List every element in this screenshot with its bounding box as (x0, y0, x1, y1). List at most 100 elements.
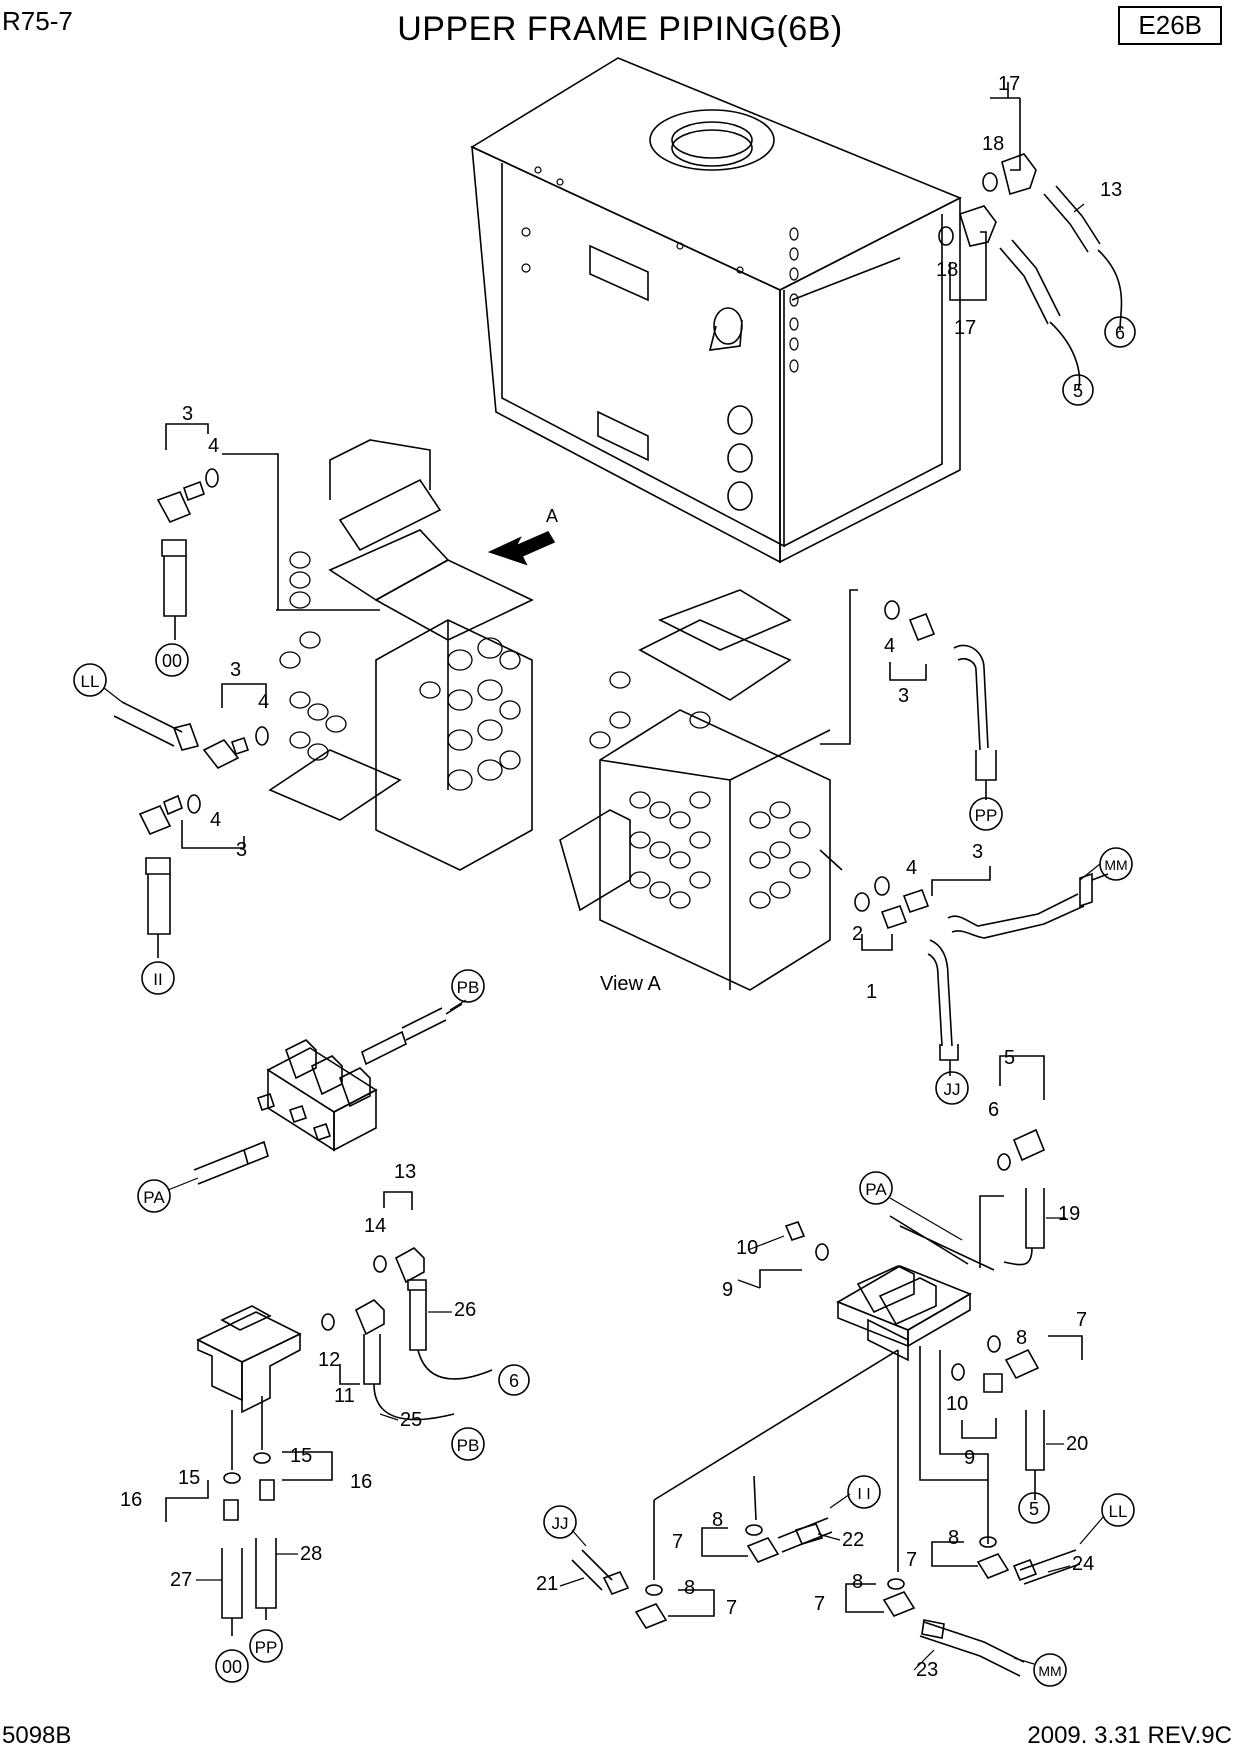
svg-text:LL: LL (1109, 1502, 1128, 1521)
label-3-b: 3 (230, 659, 241, 681)
svg-text:PP: PP (255, 1638, 278, 1657)
main-control-valve-view-a (559, 589, 858, 991)
label-4-e: 4 (906, 857, 917, 879)
view-a-fittings (854, 600, 1109, 1076)
label-10-a: 10 (736, 1237, 758, 1259)
bubble-PP-b: PP (249, 1629, 283, 1663)
label-26: 26 (454, 1299, 476, 1321)
label-4-b: 4 (258, 691, 269, 713)
svg-text:PA: PA (865, 1180, 887, 1199)
label-16-a: 16 (120, 1489, 142, 1511)
svg-text:II: II (153, 970, 162, 989)
bubble-II: II (141, 961, 175, 995)
main-control-valve-left (222, 439, 534, 871)
label-8-e: 8 (948, 1527, 959, 1549)
label-3-d: 3 (898, 685, 909, 707)
bubble-PB-a: PB (451, 969, 485, 1003)
label-12: 12 (318, 1349, 340, 1371)
lower-left-fittings (165, 1191, 493, 1636)
part-number-labels: 17 18 13 18 17 3 4 3 4 4 3 4 3 4 3 2 1 5… (120, 73, 1122, 1681)
hydraulic-tank (470, 57, 962, 564)
bubble-5-bottom: 5 (1018, 1492, 1050, 1524)
pilot-block (193, 1003, 463, 1185)
label-27: 27 (170, 1569, 192, 1591)
leader-lines (103, 203, 1105, 1671)
tank-fittings (938, 82, 1123, 391)
bubble-II-b: I I (847, 1475, 881, 1509)
label-4-d: 4 (884, 635, 895, 657)
label-21: 21 (536, 1573, 558, 1595)
model-label: R75-7 (2, 6, 73, 36)
label-13-top: 13 (1100, 179, 1122, 201)
label-8-d: 8 (852, 1571, 863, 1593)
bubble-00-b: 00 (215, 1649, 249, 1683)
bubble-LL-b: LL (1101, 1493, 1135, 1527)
svg-text:PB: PB (457, 978, 480, 997)
svg-text:PA: PA (143, 1188, 165, 1207)
label-4-a: 4 (208, 435, 219, 457)
bubble-JJ-b: JJ (543, 1505, 577, 1539)
svg-text:00: 00 (222, 1657, 242, 1677)
label-17-mid: 17 (954, 317, 976, 339)
label-4-c: 4 (210, 809, 221, 831)
label-7-d: 7 (814, 1593, 825, 1615)
svg-text:5: 5 (1073, 381, 1083, 401)
svg-text:00: 00 (162, 651, 182, 671)
bubble-00-a: 00 (155, 643, 189, 677)
label-15-b: 15 (290, 1445, 312, 1467)
revision-date: 2009. 3.31 REV.9C (1027, 1722, 1232, 1749)
svg-text:6: 6 (1115, 323, 1125, 343)
label-7-e: 7 (906, 1549, 917, 1571)
label-8-a: 8 (1016, 1327, 1027, 1349)
label-5-a: 5 (1004, 1047, 1015, 1069)
label-3-e: 3 (972, 841, 983, 863)
svg-text:MM: MM (1038, 1663, 1061, 1679)
bubble-MM-b: MM (1033, 1653, 1067, 1687)
label-19: 19 (1058, 1203, 1080, 1225)
label-15-a: 15 (178, 1467, 200, 1489)
svg-text:JJ: JJ (552, 1514, 569, 1533)
bubble-MM-a: MM (1099, 847, 1133, 881)
bubble-PA-a: PA (137, 1179, 171, 1213)
document-number: 5098B (2, 1722, 72, 1749)
lower-right-manifold (653, 1055, 1083, 1580)
label-2: 2 (852, 923, 863, 945)
view-labels: View A A (546, 506, 661, 995)
label-7-c: 7 (726, 1597, 737, 1619)
bubble-PP-a: PP (969, 797, 1003, 831)
label-10-b: 10 (946, 1393, 968, 1415)
label-25: 25 (400, 1409, 422, 1431)
label-28: 28 (300, 1543, 322, 1565)
label-16-b: 16 (350, 1471, 372, 1493)
label-6-a: 6 (988, 1099, 999, 1121)
label-7-a: 7 (1076, 1309, 1087, 1331)
svg-text:6: 6 (509, 1371, 519, 1391)
view-a-label: View A (600, 973, 661, 995)
label-3-c: 3 (236, 839, 247, 861)
page-code-box: E26B (1118, 6, 1222, 45)
label-3-a: 3 (182, 403, 193, 425)
label-9-b: 9 (964, 1447, 975, 1469)
arrow-a-label: A (546, 506, 558, 526)
bubble-PA-b: PA (859, 1171, 893, 1205)
label-20: 20 (1066, 1433, 1088, 1455)
label-9-a: 9 (722, 1279, 733, 1301)
lower-right-fittings (571, 1517, 1081, 1677)
svg-text:I I: I I (857, 1486, 870, 1503)
svg-text:5: 5 (1029, 1499, 1039, 1519)
label-18-mid: 18 (936, 259, 958, 281)
bubble-PB-b: PB (451, 1427, 485, 1461)
label-14: 14 (364, 1215, 386, 1237)
bubble-6-top: 6 (1104, 316, 1136, 348)
label-24: 24 (1072, 1553, 1094, 1575)
label-17-top: 17 (998, 73, 1020, 95)
label-1: 1 (866, 981, 877, 1003)
svg-text:MM: MM (1104, 857, 1127, 873)
page-title: UPPER FRAME PIPING(6B) (397, 10, 843, 48)
svg-text:LL: LL (81, 672, 100, 691)
label-8-b: 8 (712, 1509, 723, 1531)
bubble-6-bottom: 6 (498, 1364, 530, 1396)
svg-text:PP: PP (975, 806, 998, 825)
label-18-top: 18 (982, 133, 1004, 155)
view-arrow-a (487, 530, 556, 566)
